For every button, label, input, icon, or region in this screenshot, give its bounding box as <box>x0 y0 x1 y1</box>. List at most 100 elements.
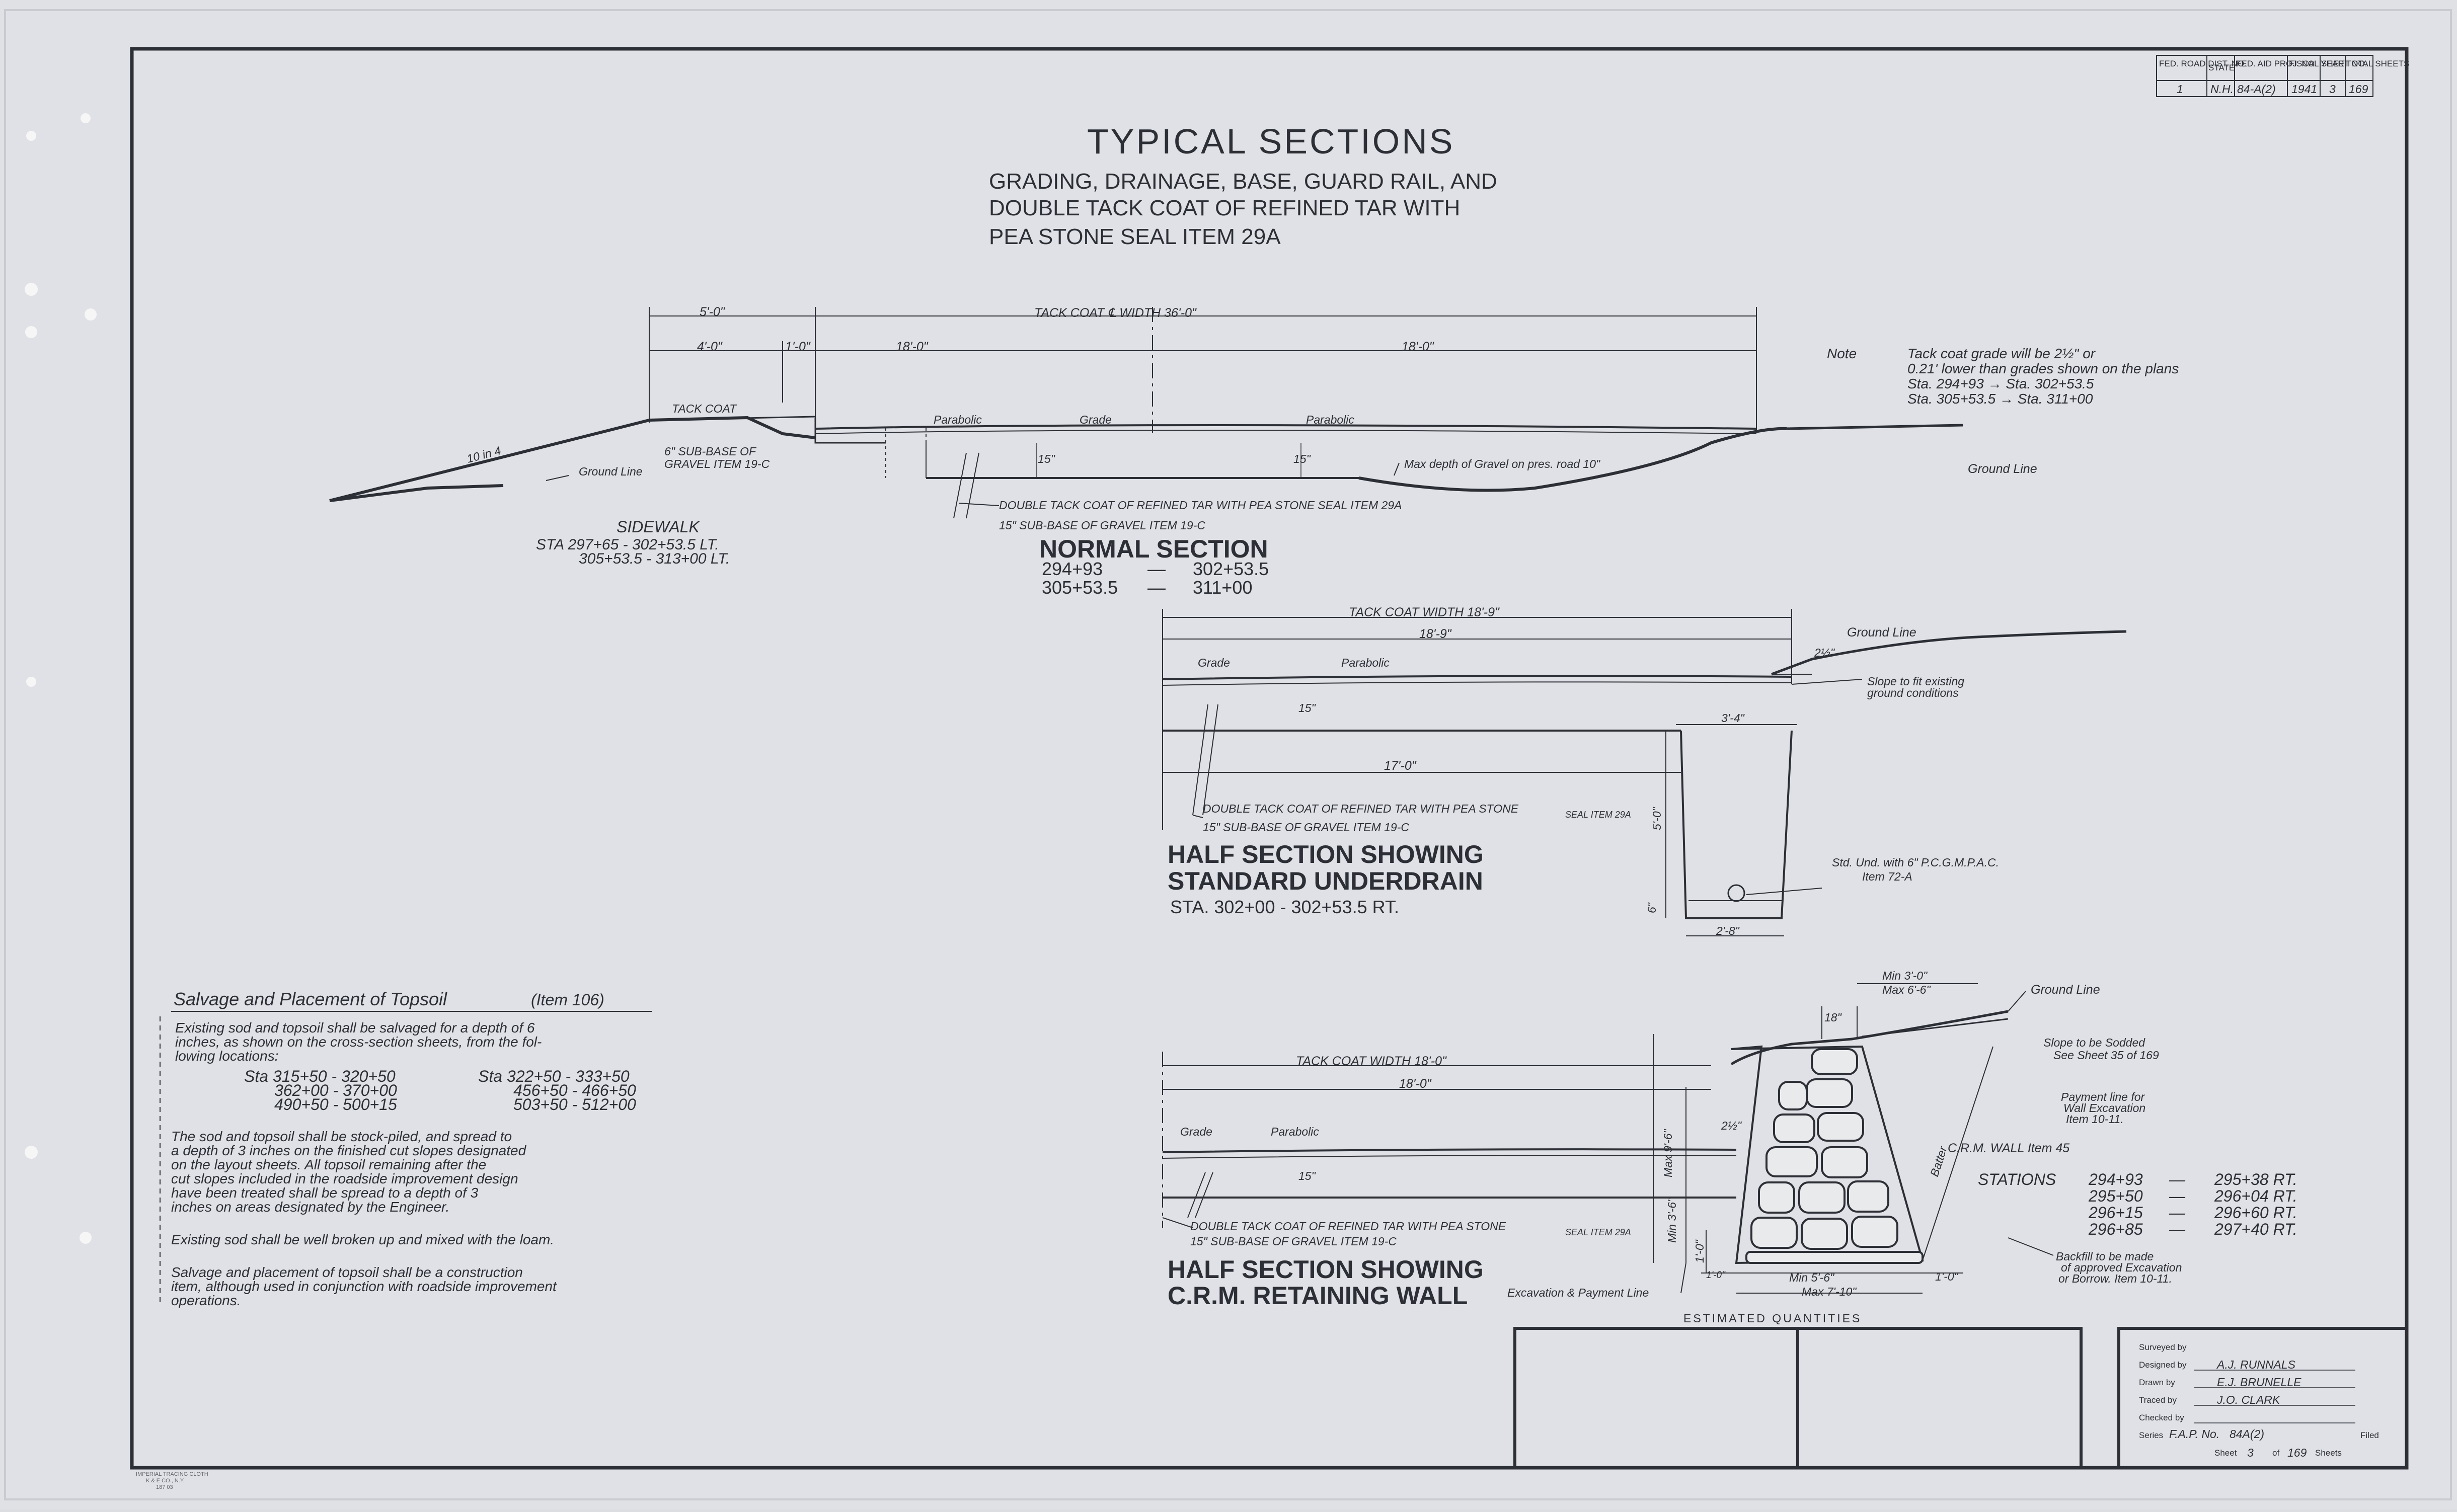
stamp-header-5: SHEET NO. <box>2321 59 2367 68</box>
wall-slope-note-1: Slope to be Sodded <box>2043 1036 2145 1049</box>
callout-sub-base: 15" SUB-BASE OF GRAVEL ITEM 19-C <box>999 519 1205 532</box>
tb-series: Series <box>2139 1430 2163 1440</box>
label-15in-b: 15" <box>1293 452 1312 465</box>
stamp-header-6: TOTAL SHEETS <box>2346 59 2409 68</box>
ud-17ft: 17'-0" <box>1384 759 1417 773</box>
label-sub-base-2: GRAVEL ITEM 19-C <box>664 457 770 470</box>
stamp-value-1: 1 <box>2177 83 2183 96</box>
signature-block: Surveyed by Designed by A.J. RUNNALS Dra… <box>2139 1342 2379 1459</box>
wall-backfill-2: of approved Excavation <box>2061 1261 2182 1274</box>
tb-of: of <box>2272 1448 2279 1458</box>
wall-pay-note-2: Wall Excavation <box>2063 1101 2145 1115</box>
ud-pipe-note-1: Std. Und. with 6" P.C.G.M.P.A.C. <box>1832 856 1999 869</box>
label-tack-coat: TACK COAT <box>672 402 737 415</box>
ud-5ft: 5'-0" <box>1650 806 1663 830</box>
label-parabolic-2: Parabolic <box>1306 413 1354 426</box>
dim-18ft-right: 18'-0" <box>1402 340 1434 354</box>
station-3-to: 296+60 RT. <box>2214 1204 2297 1222</box>
wall-1ft-v: 1'-0" <box>1693 1239 1706 1263</box>
topsoil-p3: Existing sod shall be well broken up and… <box>171 1232 554 1247</box>
topsoil-title: Salvage and Placement of Topsoil <box>174 989 447 1009</box>
ud-ground-line: Ground Line <box>1847 625 1916 640</box>
topsoil-loc-l1: Sta 315+50 - 320+50 <box>244 1067 396 1085</box>
cloth-imprint: IMPERIAL TRACING CLOTH K & E CO., N.Y. 1… <box>136 1471 208 1490</box>
topsoil-p4c: operations. <box>171 1293 241 1308</box>
ud-slope-note-1: Slope to fit existing <box>1867 675 1964 688</box>
svg-text:—: — <box>2169 1170 2186 1188</box>
wall-dim-18: 18'-0" <box>1399 1077 1432 1091</box>
stamp-value-2: N.H. <box>2210 83 2234 96</box>
stamp-value-4: 1941 <box>2291 83 2317 96</box>
normal-sta-1b: 302+53.5 <box>1193 559 1269 579</box>
ud-2-8: 2'-8" <box>1716 924 1740 937</box>
note-label: Note <box>1827 346 1857 361</box>
wall-stones <box>1745 1048 1924 1264</box>
stations-label: STATIONS <box>1978 1170 2056 1188</box>
wall-min-top: Min 3'-0" <box>1882 969 1928 982</box>
station-2-from: 295+50 <box>2088 1187 2143 1205</box>
ud-3-4: 3'-4" <box>1721 711 1745 725</box>
station-1-from: 294+93 <box>2088 1170 2143 1188</box>
wall-min-base: Min 5'-6" <box>1789 1271 1835 1284</box>
topsoil-item: (Item 106) <box>531 991 604 1009</box>
wall-heading-2: C.R.M. RETAINING WALL <box>1168 1282 1468 1310</box>
topsoil-loc-r1: Sta 322+50 - 333+50 <box>478 1067 630 1085</box>
tb-sheet: Sheet <box>2214 1448 2237 1458</box>
wall-min-height: Min 3'-6" <box>1665 1197 1678 1243</box>
ud-slope-note-2: ground conditions <box>1867 686 1959 699</box>
title-line-1: GRADING, DRAINAGE, BASE, GUARD RAIL, AND <box>989 169 1497 194</box>
ud-15in: 15" <box>1298 701 1317 714</box>
quantities-title: ESTIMATED QUANTITIES <box>1683 1312 1862 1325</box>
topsoil-loc-r2: 456+50 - 466+50 <box>513 1081 636 1099</box>
svg-text:—: — <box>2169 1220 2186 1238</box>
label-max-depth: Max depth of Gravel on pres. road 10" <box>1404 457 1601 470</box>
drawing-title: TYPICAL SECTIONS <box>1087 122 1454 161</box>
topsoil-p2b: a depth of 3 inches on the finished cut … <box>171 1143 527 1158</box>
label-grade: Grade <box>1080 413 1112 426</box>
project-stamp: FED. ROAD DIST. NO. STATE FED. AID PROJ.… <box>2156 55 2409 97</box>
wall-max-top: Max 6'-6" <box>1882 983 1931 996</box>
ud-callout-1b: SEAL ITEM 29A <box>1565 810 1631 820</box>
estimated-quantities: ESTIMATED QUANTITIES <box>1513 1312 2408 1469</box>
note-line-4: Sta. 305+53.5 → Sta. 311+00 <box>1907 391 2093 407</box>
ud-grade: Grade <box>1198 656 1230 669</box>
topsoil-note: Salvage and Placement of Topsoil (Item 1… <box>160 989 652 1308</box>
dim-4ft: 4'-0" <box>697 340 723 354</box>
topsoil-p2e: have been treated shall be spread to a d… <box>171 1185 479 1201</box>
topsoil-loc-l2: 362+00 - 370+00 <box>274 1081 397 1099</box>
normal-section: TACK COAT ℄ WIDTH 36'-0" 5'-0" 4'-0" 1'-… <box>329 305 2037 598</box>
topsoil-p2f: inches on areas designated by the Engine… <box>171 1199 449 1215</box>
wall-excavation: Excavation & Payment Line <box>1507 1286 1649 1299</box>
dim-18ft-left: 18'-0" <box>896 340 929 354</box>
stamp-header-2: STATE <box>2208 63 2235 72</box>
stamp-value-6: 169 <box>2349 83 2368 96</box>
ud-sta: STA. 302+00 - 302+53.5 RT. <box>1170 897 1399 917</box>
stamp-value-3: 84-A(2) <box>2237 83 2276 96</box>
wall-heading-1: HALF SECTION SHOWING <box>1168 1255 1484 1284</box>
wall-max-height: Max 9'-6" <box>1661 1129 1674 1177</box>
tb-designed: Designed by <box>2139 1360 2187 1370</box>
wall-max-base: Max 7'-10" <box>1802 1285 1857 1298</box>
topsoil-p2a: The sod and topsoil shall be stock-piled… <box>171 1129 512 1144</box>
normal-section-heading: NORMAL SECTION <box>1039 535 1268 563</box>
title-block-top: TYPICAL SECTIONS GRADING, DRAINAGE, BASE… <box>989 122 1497 249</box>
tb-drawn: Drawn by <box>2139 1378 2175 1387</box>
stamp-header-1: FED. ROAD DIST. NO. <box>2159 59 2247 68</box>
tb-drawn-name: E.J. BRUNELLE <box>2217 1376 2301 1389</box>
label-sub-base: 6" SUB-BASE OF <box>664 445 757 458</box>
ud-pipe-note-2: Item 72-A <box>1862 870 1912 883</box>
dim-tack-width: TACK COAT ℄ WIDTH 36'-0" <box>1034 306 1197 320</box>
title-line-2: DOUBLE TACK COAT OF REFINED TAR WITH <box>989 196 1460 220</box>
tb-fap-no: 84A(2) <box>2230 1427 2264 1441</box>
dim-1ft: 1'-0" <box>785 340 811 354</box>
wall-crm-label: C.R.M. WALL Item 45 <box>1948 1141 2069 1155</box>
imprint-line-1: IMPERIAL TRACING CLOTH <box>136 1471 208 1477</box>
sidewalk-title: SIDEWALK <box>617 518 700 536</box>
svg-text:—: — <box>1147 577 1166 598</box>
imprint-line-2: K & E CO., N.Y. <box>146 1478 185 1484</box>
wall-1ft-right: 1'-0" <box>1935 1270 1959 1283</box>
ud-parabolic: Parabolic <box>1341 656 1390 669</box>
sidewalk-sta-2: 305+53.5 - 313+00 LT. <box>579 550 730 567</box>
